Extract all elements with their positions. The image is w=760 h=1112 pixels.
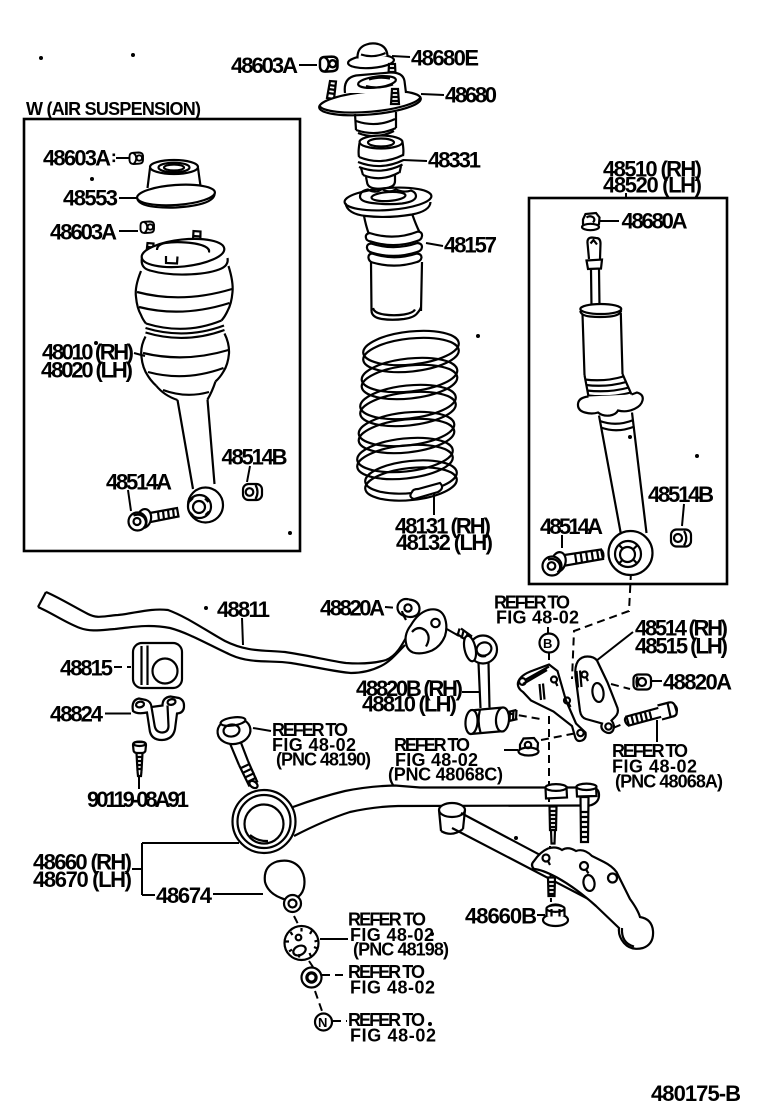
svg-text:48603A: 48603A	[50, 220, 117, 245]
svg-text:48660 (RH): 48660 (RH)	[33, 850, 132, 875]
svg-text:48157: 48157	[444, 233, 497, 258]
svg-text:REFER TO: REFER TO	[394, 735, 470, 755]
svg-text:48510 (RH): 48510 (RH)	[603, 157, 702, 182]
svg-text:48514B: 48514B	[648, 482, 714, 507]
svg-text:REFER TO: REFER TO	[348, 910, 426, 930]
svg-text:FIG 48-02: FIG 48-02	[350, 978, 435, 998]
svg-text:48514A: 48514A	[540, 514, 603, 539]
svg-text:48811: 48811	[217, 597, 270, 622]
svg-text:48680A: 48680A	[622, 209, 688, 234]
svg-text:FIG 48-02: FIG 48-02	[496, 608, 579, 628]
svg-text:48553: 48553	[63, 186, 118, 211]
svg-text:48603A: 48603A	[43, 146, 111, 171]
svg-text:REFER TO: REFER TO	[348, 1010, 425, 1030]
svg-text:48680: 48680	[445, 83, 497, 108]
svg-text:FIG 48-02: FIG 48-02	[350, 925, 434, 945]
svg-text:48520 (LH): 48520 (LH)	[603, 173, 702, 198]
svg-text:48514A: 48514A	[106, 470, 172, 495]
svg-text:48515 (LH): 48515 (LH)	[635, 634, 728, 659]
svg-text:W (AIR SUSPENSION): W (AIR SUSPENSION)	[26, 99, 201, 119]
svg-text:48331: 48331	[428, 148, 481, 173]
svg-text:48674: 48674	[156, 883, 213, 908]
svg-text:(PNC 48068A): (PNC 48068A)	[615, 772, 723, 792]
svg-text:480175-B: 480175-B	[651, 1081, 741, 1106]
svg-text:N: N	[318, 1015, 327, 1030]
svg-text:48824: 48824	[50, 702, 104, 727]
svg-text:REFER TO: REFER TO	[348, 962, 425, 982]
svg-text:(PNC 48198): (PNC 48198)	[353, 940, 449, 960]
svg-text:48603A: 48603A	[231, 53, 298, 78]
svg-text:FIG 48-02: FIG 48-02	[395, 750, 478, 770]
svg-text:REFER TO: REFER TO	[612, 741, 688, 761]
svg-text:FIG 48-02: FIG 48-02	[612, 757, 697, 777]
svg-text:(PNC 48190): (PNC 48190)	[276, 750, 371, 770]
svg-text:90119-08A91: 90119-08A91	[87, 787, 189, 812]
svg-text:48820A: 48820A	[663, 670, 732, 695]
svg-text:48131 (RH): 48131 (RH)	[395, 514, 491, 539]
svg-text:48815: 48815	[60, 656, 113, 681]
svg-text:48514 (RH): 48514 (RH)	[635, 616, 728, 641]
svg-text:48132 (LH): 48132 (LH)	[396, 530, 493, 555]
svg-text:REFER TO: REFER TO	[272, 720, 348, 740]
svg-text:48020 (LH): 48020 (LH)	[41, 358, 133, 383]
svg-text:48514B: 48514B	[222, 445, 288, 470]
svg-text:B: B	[543, 636, 552, 651]
svg-text:48680E: 48680E	[411, 46, 479, 71]
svg-text:48820B (RH): 48820B (RH)	[356, 676, 463, 701]
svg-text:REFER TO: REFER TO	[494, 593, 570, 613]
svg-text:FIG 48-02: FIG 48-02	[272, 735, 356, 755]
svg-text:48660B: 48660B	[465, 904, 537, 929]
svg-text:(PNC 48068C): (PNC 48068C)	[388, 765, 503, 785]
svg-text:48010 (RH): 48010 (RH)	[42, 340, 134, 365]
svg-text:48810 (LH): 48810 (LH)	[362, 692, 457, 717]
svg-text:FIG 48-02: FIG 48-02	[350, 1026, 436, 1046]
svg-text:48820A: 48820A	[320, 596, 385, 621]
svg-text:48670 (LH): 48670 (LH)	[33, 867, 132, 892]
